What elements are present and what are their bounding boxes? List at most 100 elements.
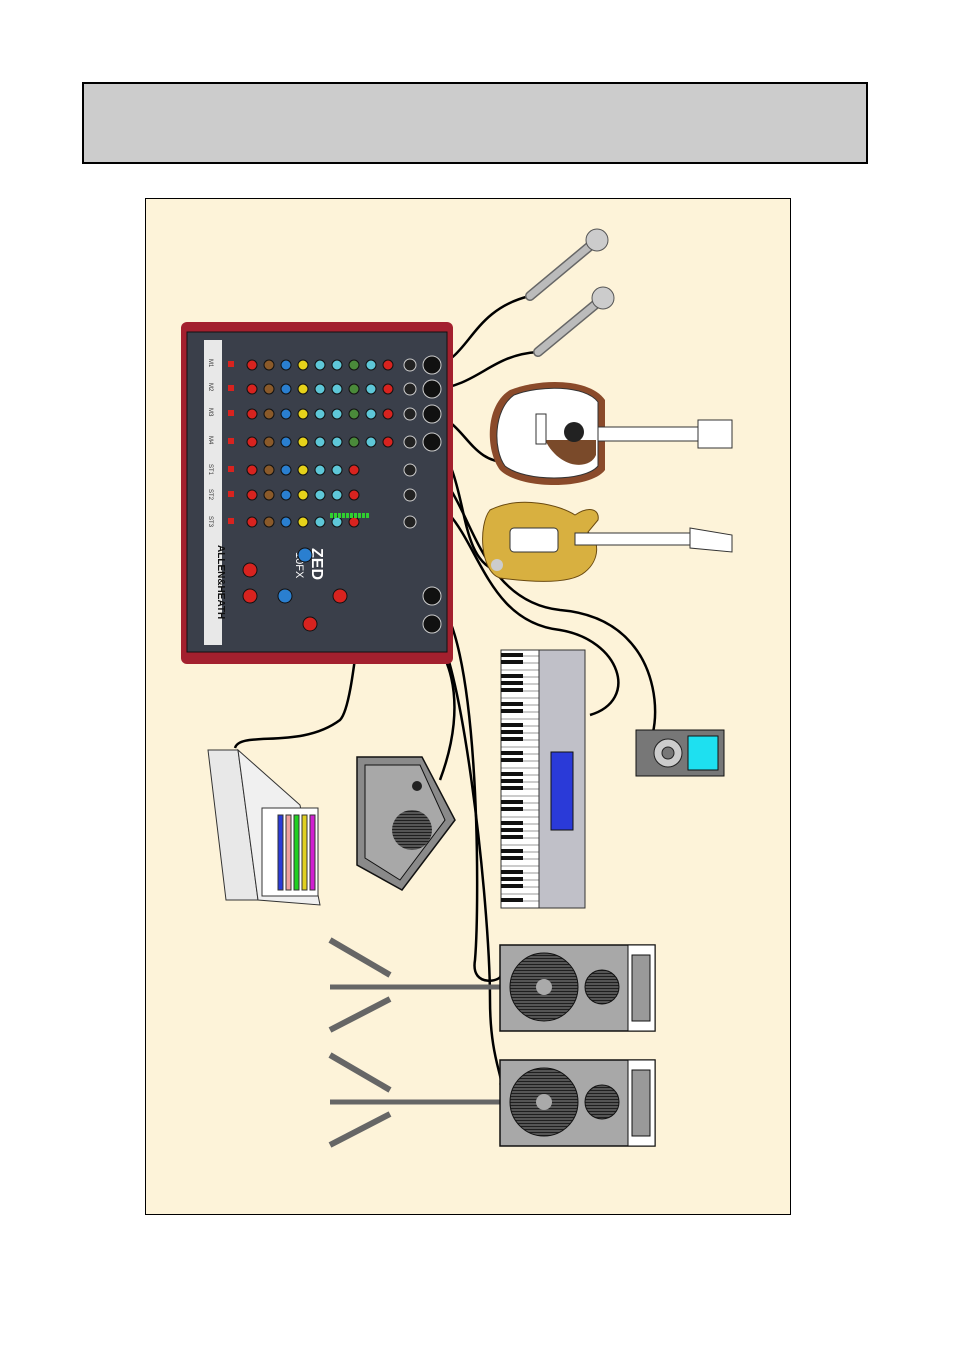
laptop-screen-bar: [294, 815, 299, 890]
mixer-knob[interactable]: [332, 360, 342, 370]
channel-led: [228, 438, 234, 444]
mixer-knob[interactable]: [281, 437, 291, 447]
mixer-knob[interactable]: [383, 360, 393, 370]
mixer-knob[interactable]: [349, 437, 359, 447]
meter-led: [334, 513, 337, 518]
mixer-knob[interactable]: [315, 384, 325, 394]
mixer-knob[interactable]: [315, 409, 325, 419]
mixer-knob[interactable]: [349, 384, 359, 394]
mixer-knob[interactable]: [332, 465, 342, 475]
mixer-knob[interactable]: [383, 384, 393, 394]
mixer-knob[interactable]: [247, 409, 257, 419]
mixer-knob[interactable]: [383, 437, 393, 447]
mixer-knob[interactable]: [298, 437, 308, 447]
mixer-knob[interactable]: [315, 437, 325, 447]
black-key: [501, 786, 523, 790]
mixer-knob[interactable]: [349, 360, 359, 370]
laptop-screen-bar: [278, 815, 283, 890]
mixer-knob[interactable]: [315, 360, 325, 370]
master-knob[interactable]: [298, 548, 312, 562]
mixer-knob[interactable]: [264, 465, 274, 475]
black-key: [501, 821, 523, 825]
mixer-knob[interactable]: [366, 437, 376, 447]
meter-led: [358, 513, 361, 518]
mixer-knob[interactable]: [264, 490, 274, 500]
meter-led: [366, 513, 369, 518]
mixer-knob[interactable]: [264, 517, 274, 527]
mixer-knob[interactable]: [315, 490, 325, 500]
laptop-screen-bar: [302, 815, 307, 890]
mixer-knob[interactable]: [281, 465, 291, 475]
mixer-knob[interactable]: [247, 384, 257, 394]
channel-label: ST1: [207, 464, 213, 476]
mixer-knob[interactable]: [366, 409, 376, 419]
electric-guitar: [483, 502, 732, 581]
mixer-knob[interactable]: [332, 490, 342, 500]
media-player: [636, 730, 724, 776]
xlr-input: [423, 356, 441, 374]
master-knob[interactable]: [278, 589, 292, 603]
mixer-knob[interactable]: [298, 490, 308, 500]
mixer-knob[interactable]: [264, 409, 274, 419]
channel-label: M4: [207, 436, 213, 445]
meter-led: [338, 513, 341, 518]
mixer-knob[interactable]: [281, 360, 291, 370]
jack-input: [404, 408, 416, 420]
mixer-knob[interactable]: [281, 490, 291, 500]
jack-input: [404, 489, 416, 501]
channel-led: [228, 361, 234, 367]
black-key: [501, 653, 523, 657]
mixer-knob[interactable]: [315, 465, 325, 475]
mixer-knob[interactable]: [247, 465, 257, 475]
keyboard-lcd: [551, 752, 573, 830]
xlr-output: [423, 615, 441, 633]
mixer-knob[interactable]: [281, 409, 291, 419]
black-key: [501, 674, 523, 678]
black-key: [501, 730, 523, 734]
mixer-knob[interactable]: [349, 409, 359, 419]
black-key: [501, 877, 523, 881]
mixer-knob[interactable]: [298, 517, 308, 527]
mixer-knob[interactable]: [281, 517, 291, 527]
mixer-knob[interactable]: [264, 437, 274, 447]
jack-input: [404, 383, 416, 395]
black-key: [501, 772, 523, 776]
mixer-knob[interactable]: [349, 490, 359, 500]
channel-label: M1: [207, 359, 213, 368]
black-key: [501, 828, 523, 832]
mixer-knob[interactable]: [264, 360, 274, 370]
mixer-knob[interactable]: [366, 360, 376, 370]
mixer-knob[interactable]: [298, 465, 308, 475]
mixer-knob[interactable]: [247, 437, 257, 447]
black-key: [501, 800, 523, 804]
mixer-knob[interactable]: [332, 409, 342, 419]
mixer-knob[interactable]: [298, 409, 308, 419]
mixer-knob[interactable]: [247, 517, 257, 527]
channel-led: [228, 410, 234, 416]
mixer-knob[interactable]: [298, 384, 308, 394]
mixer-knob[interactable]: [332, 437, 342, 447]
mixer-knob[interactable]: [349, 465, 359, 475]
mixer-knob[interactable]: [315, 517, 325, 527]
xlr-input: [423, 405, 441, 423]
mixer-knob[interactable]: [264, 384, 274, 394]
black-key: [501, 702, 523, 706]
mixer-knob[interactable]: [332, 384, 342, 394]
mixer-knob[interactable]: [383, 409, 393, 419]
mixer-knob[interactable]: [298, 360, 308, 370]
mixer-knob[interactable]: [281, 384, 291, 394]
black-key: [501, 751, 523, 755]
mixer-knob[interactable]: [332, 517, 342, 527]
mixer-knob[interactable]: [247, 490, 257, 500]
mixer-knob[interactable]: [366, 384, 376, 394]
mixer-knob[interactable]: [247, 360, 257, 370]
master-knob[interactable]: [333, 589, 347, 603]
master-knob[interactable]: [243, 563, 257, 577]
master-knob[interactable]: [303, 617, 317, 631]
channel-led: [228, 518, 234, 524]
master-knob[interactable]: [243, 589, 257, 603]
jack-input: [404, 464, 416, 476]
mixer-brand: ALLEN&HEATH: [215, 545, 226, 619]
mixer-knob[interactable]: [349, 517, 359, 527]
